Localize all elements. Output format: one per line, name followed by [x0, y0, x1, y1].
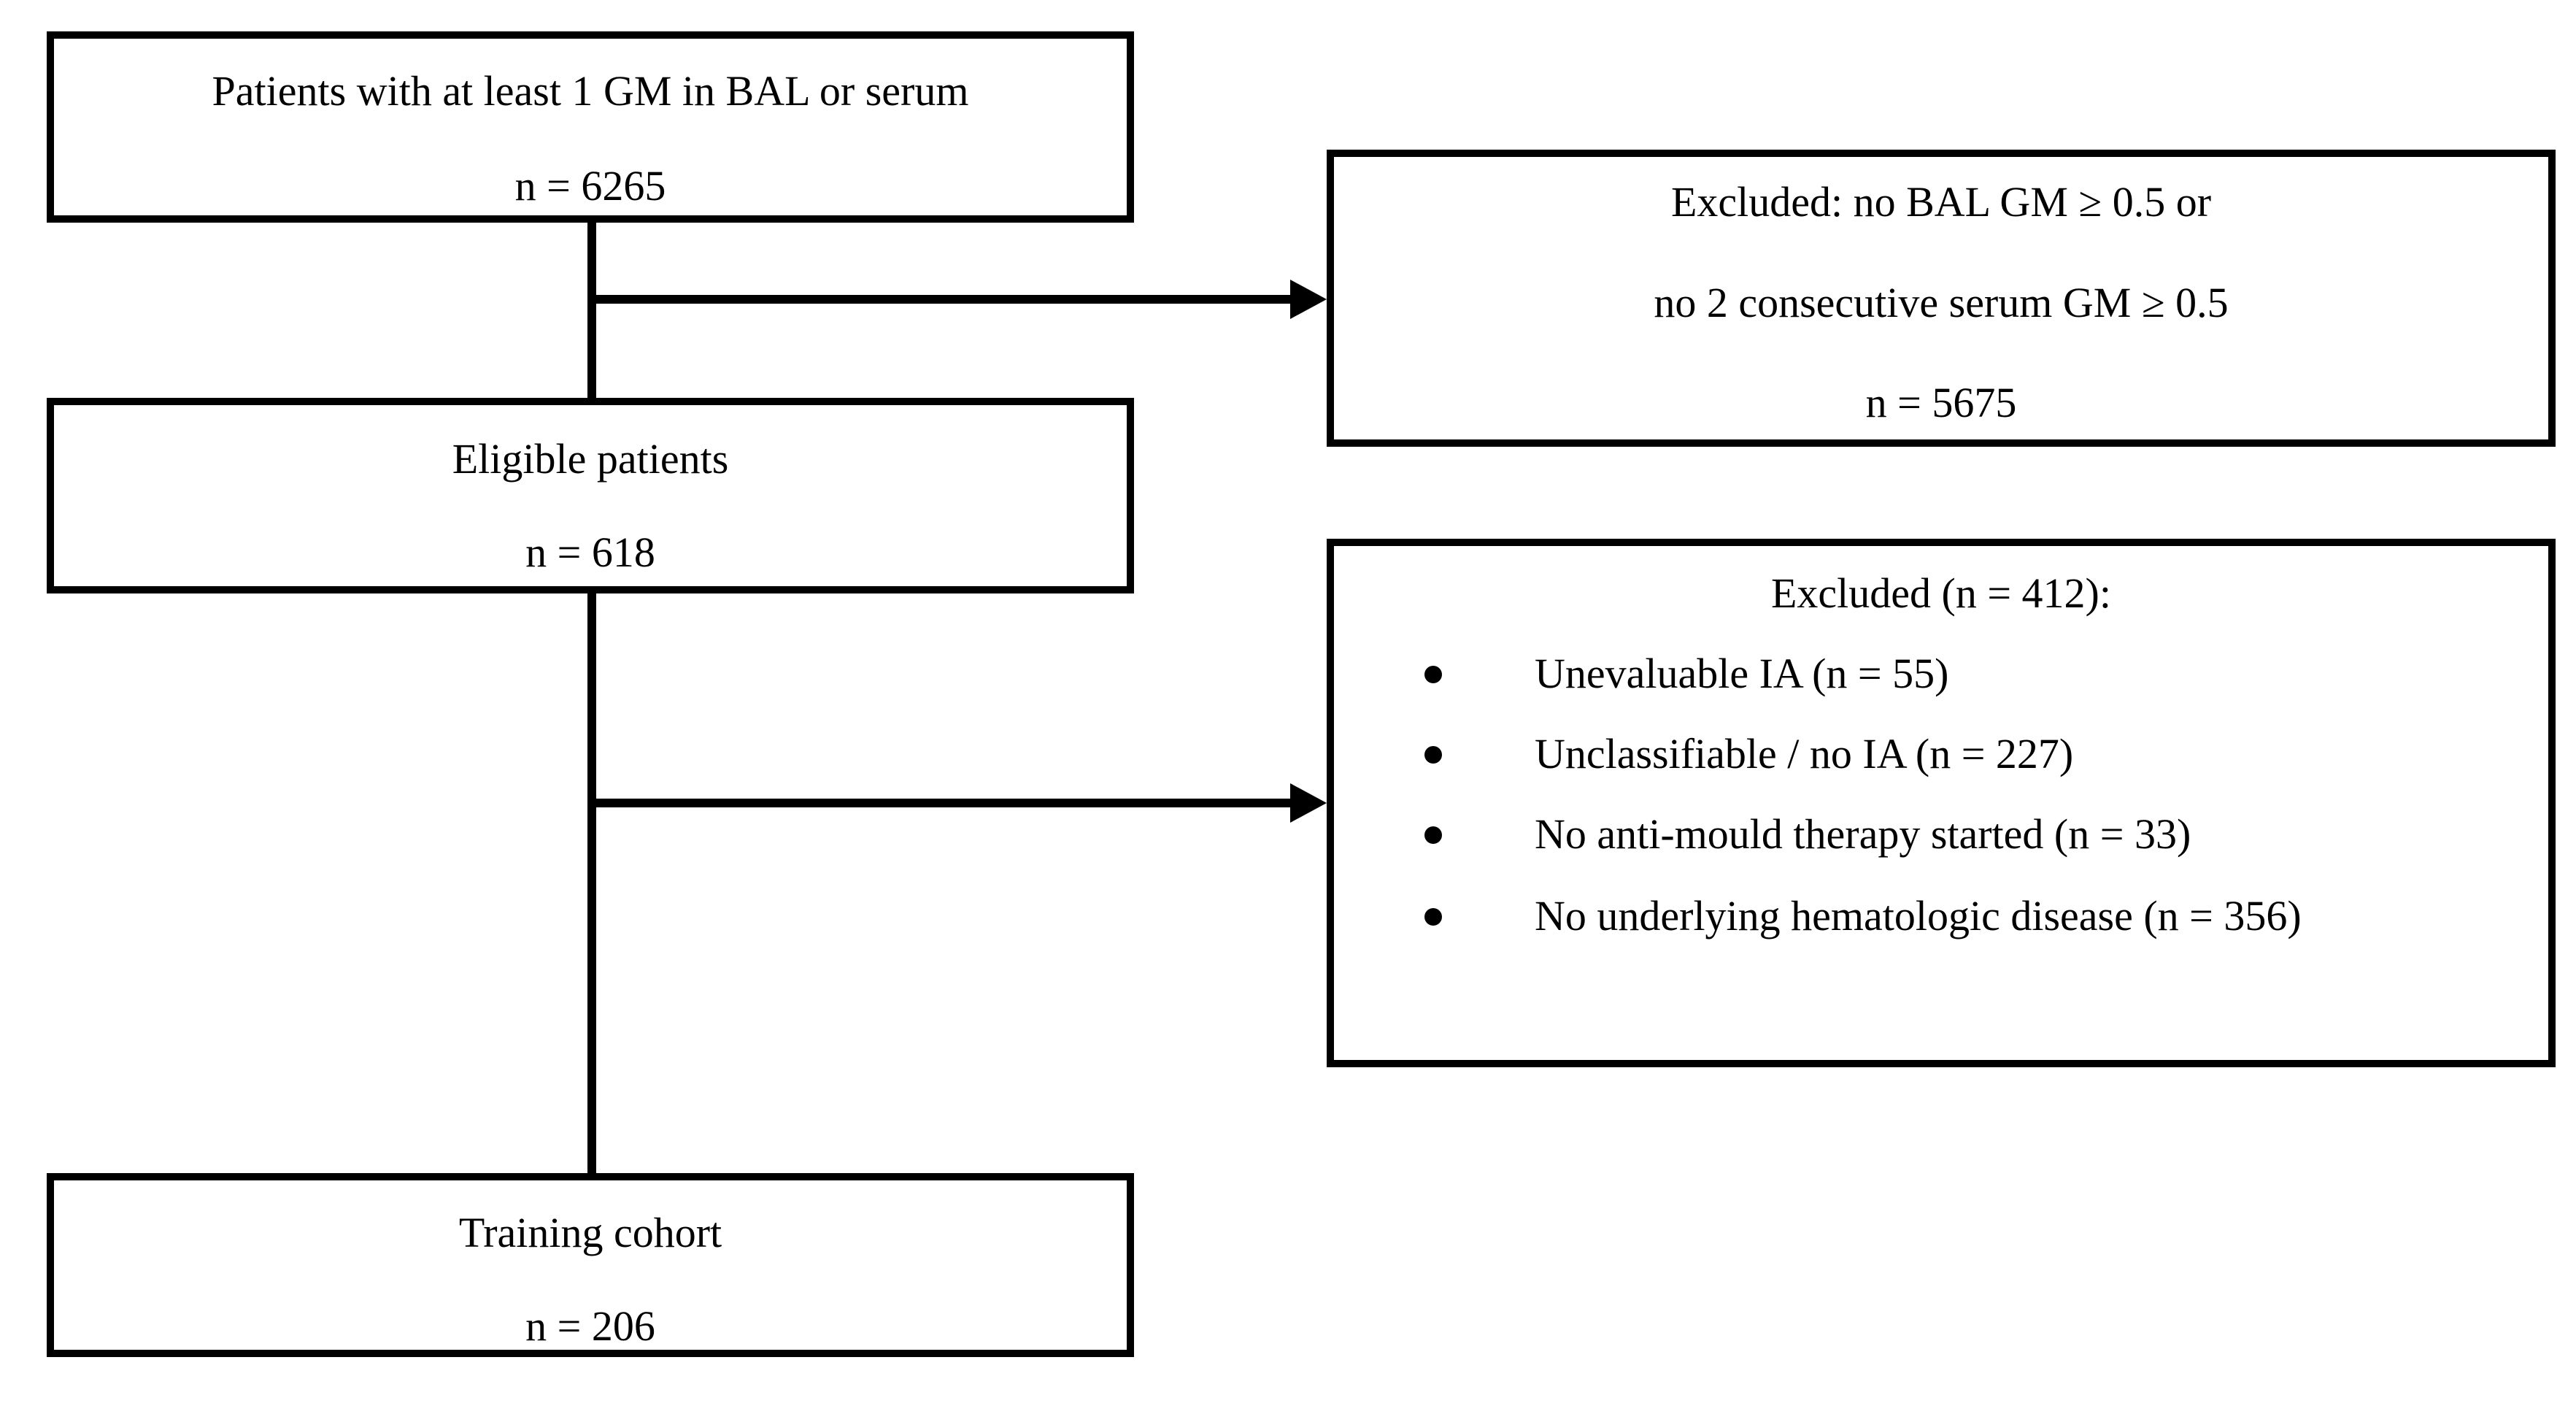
arrowhead-to-excluded-gm-icon [1290, 280, 1327, 319]
arrow-shaft-to-excluded-gm [587, 295, 1290, 304]
box-patients-source: Patients with at least 1 GM in BAL or se… [47, 31, 1134, 223]
bullet-icon [1424, 746, 1442, 764]
box-eligible-patients: Eligible patients n = 618 [47, 398, 1134, 593]
connector-source-to-eligible [587, 223, 596, 399]
box-training-cohort-count: n = 206 [525, 1302, 655, 1350]
box-eligible-patients-label: Eligible patients [452, 435, 729, 483]
bullet-icon [1424, 908, 1442, 926]
box-training-cohort: Training cohort n = 206 [47, 1173, 1134, 1357]
box-patients-source-count: n = 6265 [514, 162, 666, 210]
connector-eligible-to-training [587, 593, 596, 1173]
box-excluded-criteria-title: Excluded (n = 412): [1771, 569, 2111, 617]
excluded-criteria-item: Unevaluable IA (n = 55) [1334, 643, 2548, 704]
box-excluded-gm-count: n = 5675 [1865, 379, 2017, 426]
box-excluded-gm-line1: Excluded: no BAL GM ≥ 0.5 or [1670, 178, 2212, 226]
excluded-criteria-item-text: Unevaluable IA (n = 55) [1535, 650, 1949, 697]
box-excluded-gm-line2: no 2 consecutive serum GM ≥ 0.5 [1654, 279, 2229, 326]
arrow-shaft-to-excluded-criteria [587, 799, 1290, 807]
excluded-criteria-item-text: No underlying hematologic disease (n = 3… [1535, 892, 2302, 940]
arrowhead-to-excluded-criteria-icon [1290, 783, 1327, 823]
box-training-cohort-label: Training cohort [458, 1209, 722, 1256]
excluded-criteria-item-text: Unclassifiable / no IA (n = 227) [1535, 730, 2074, 777]
bullet-icon [1424, 666, 1442, 683]
excluded-criteria-item-text: No anti-mould therapy started (n = 33) [1535, 810, 2191, 858]
bullet-icon [1424, 826, 1442, 844]
excluded-criteria-item: No anti-mould therapy started (n = 33) [1334, 804, 2548, 865]
excluded-criteria-item: No underlying hematologic disease (n = 3… [1334, 885, 2548, 947]
box-excluded-gm: Excluded: no BAL GM ≥ 0.5 or no 2 consec… [1327, 150, 2556, 447]
excluded-criteria-item: Unclassifiable / no IA (n = 227) [1334, 723, 2548, 785]
box-eligible-patients-count: n = 618 [525, 529, 655, 576]
box-excluded-criteria: Excluded (n = 412): Unevaluable IA (n = … [1327, 539, 2556, 1067]
box-patients-source-label: Patients with at least 1 GM in BAL or se… [212, 67, 969, 115]
